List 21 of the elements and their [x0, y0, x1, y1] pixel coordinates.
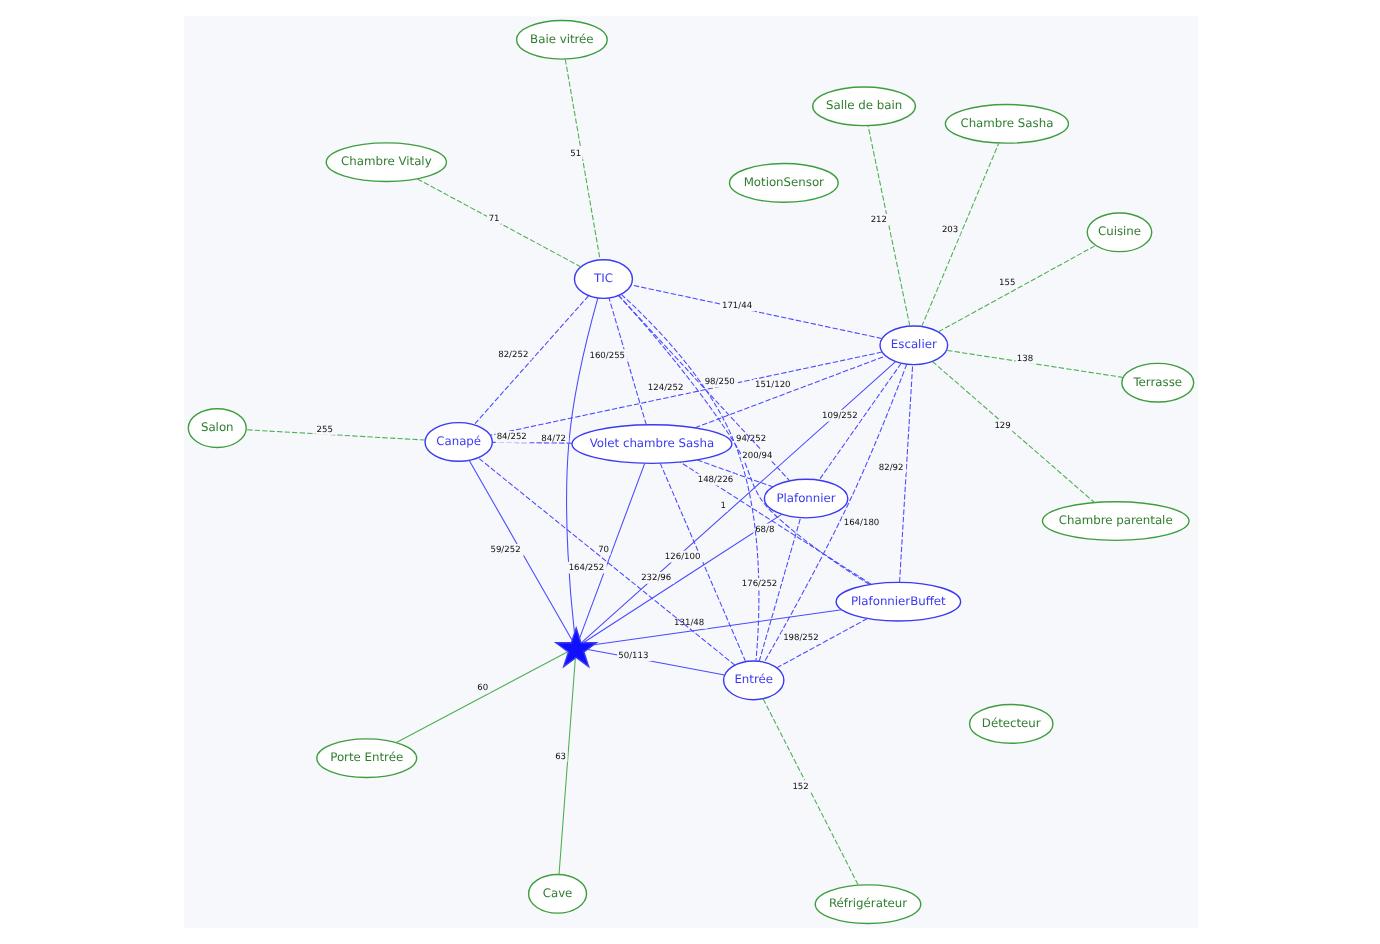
- connector: [775, 618, 867, 669]
- connector: [761, 698, 858, 886]
- connector: [415, 178, 581, 268]
- connector: [920, 142, 999, 327]
- connector: [565, 297, 598, 634]
- connector: [394, 651, 568, 743]
- connector: [557, 657, 575, 875]
- connector: [578, 462, 645, 639]
- connector: [490, 441, 572, 444]
- connector: [607, 297, 646, 425]
- connector: [757, 517, 801, 662]
- connector: [898, 364, 913, 583]
- connector: [629, 284, 882, 339]
- node-star: [552, 625, 598, 669]
- connector: [472, 295, 589, 426]
- connector: [930, 360, 1094, 504]
- connector: [244, 429, 425, 441]
- connector: [693, 355, 885, 429]
- connector: [678, 461, 871, 585]
- connector: [937, 244, 1096, 333]
- connector: [467, 460, 572, 641]
